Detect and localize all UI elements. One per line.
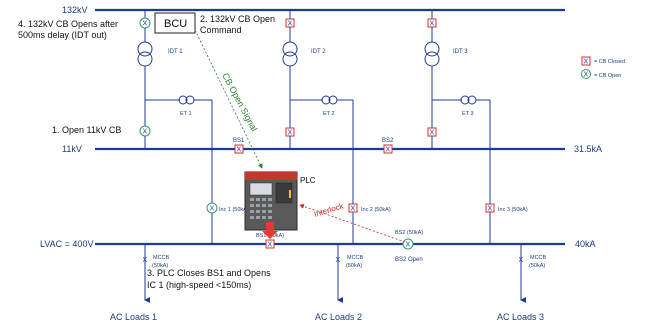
interlock-line (299, 204, 406, 243)
mccb-2-glyph[interactable]: X (336, 257, 341, 264)
cb-lv-bs1-closed[interactable] (265, 239, 275, 249)
mccb-1-label: MCCB (153, 255, 170, 261)
earthing-et3-label: ET 3 (462, 111, 474, 117)
cb-lv-bs2-open[interactable] (402, 238, 414, 250)
earthing-et1-label: ET 1 (180, 111, 192, 117)
mccb-1-glyph[interactable]: X (143, 257, 148, 264)
earthing-et2-label: ET 2 (323, 111, 335, 117)
step-4-line-2: 500ms delay (IDT out) (18, 30, 107, 40)
feeder-3: X IDT 3 ET 3 X (424, 10, 491, 244)
lv-bs2-open-label: BS2 Open (395, 257, 423, 263)
legend: X = CB Closed X = CB Open (581, 56, 625, 79)
svg-text:X: X (210, 206, 215, 213)
mccb-2-rating: (50kA) (346, 263, 362, 269)
svg-text:X: X (237, 147, 242, 154)
svg-text:X: X (288, 130, 293, 137)
transformer-idt3-label: IDT 3 (453, 49, 468, 55)
bus-lvac-label: LVAC = 400V (40, 239, 93, 249)
legend-open-symbol (581, 69, 591, 79)
transformer-idt3-primary (424, 41, 440, 57)
cb-inc2-closed[interactable] (348, 203, 358, 213)
load-feeder-1: X MCCB (50kA) AC Loads 1 (110, 244, 170, 322)
load-feeder-3: X MCCB (50kA) AC Loads 3 (497, 244, 547, 322)
et1-ct1 (178, 95, 188, 105)
ac-loads-2-label: AC Loads 2 (315, 312, 362, 322)
transformer-idt2-secondary (282, 51, 298, 67)
transformer-idt1-secondary (137, 51, 153, 67)
bcu-label: BCU (164, 18, 187, 30)
svg-text:X: X (488, 206, 493, 213)
step-2-line-2: Command (200, 25, 242, 35)
cb-open-signal-line (194, 29, 263, 169)
bs1-label: BS1 (233, 138, 245, 144)
interlock-label: Interlock (313, 201, 346, 219)
svg-text:X: X (430, 21, 435, 28)
bcu-box[interactable] (154, 12, 196, 34)
transformer-idt1-primary (137, 41, 153, 57)
transformer-idt2-primary (282, 41, 298, 57)
step-1: 1. Open 11kV CB (52, 125, 121, 135)
mccb-3-glyph[interactable]: X (519, 257, 524, 264)
feeder-1: X IDT 1 ET 1 X (137, 10, 213, 244)
step-3-line-1: 3. PLC Closes BS1 and Opens (147, 268, 271, 278)
svg-text:X: X (351, 206, 356, 213)
cb-inc1-open[interactable] (206, 202, 218, 214)
cb-11kv-bs2-closed[interactable] (383, 144, 393, 154)
inc1-label: Inc 1 (50kA) (219, 207, 249, 213)
step-4-line-1: 4. 132kV CB Opens after (18, 19, 118, 29)
step-2-line-1: 2. 132kV CB Open (200, 14, 275, 24)
bus-132kv-label: 132kV (62, 5, 88, 15)
svg-text:X: X (143, 21, 148, 28)
svg-text:X: X (268, 242, 273, 249)
lv-bs2-label: BS2 (50kA) (395, 230, 423, 236)
inc3-label: Inc 3 (50kA) (498, 207, 528, 213)
mccb-2-label: MCCB (347, 255, 364, 261)
bus-11kv-fault-level: 31.5kA (574, 144, 602, 154)
mccb-1-rating: (50kA) (152, 263, 168, 269)
plc-command-arrow-head (262, 231, 278, 239)
svg-text:X: X (288, 21, 293, 28)
plc-label: PLC (300, 176, 316, 185)
svg-text:X: X (386, 147, 391, 154)
ac-loads-3-label: AC Loads 3 (497, 312, 544, 322)
plc-device[interactable] (244, 171, 298, 231)
et3-ct1 (460, 95, 470, 105)
svg-text:X: X (584, 59, 589, 66)
cb-open-signal-label: CB Open Signal (220, 71, 259, 133)
et2-ct1 (321, 95, 331, 105)
bs2-label: BS2 (382, 138, 394, 144)
legend-closed-symbol (581, 56, 591, 66)
cb-11kv-bs1-closed[interactable] (234, 144, 244, 154)
ac-loads-1-label: AC Loads 1 (110, 312, 157, 322)
feeder-2: X IDT 2 ET 2 X (282, 10, 354, 244)
mccb-3-rating: (50kA) (529, 263, 545, 269)
legend-closed-label: = CB Closed (594, 59, 625, 65)
cb-inc3-closed[interactable] (485, 203, 495, 213)
svg-text:X: X (584, 72, 589, 79)
svg-text:X: X (430, 130, 435, 137)
bus-lvac-fault-level: 40kA (575, 239, 596, 249)
legend-open-label: = CB Open (594, 73, 621, 79)
step-3-line-2: IC 1 (high-speed <150ms) (147, 280, 251, 290)
mccb-3-label: MCCB (530, 255, 547, 261)
svg-text:X: X (143, 129, 148, 136)
transformer-idt3-secondary (424, 51, 440, 67)
svg-text:X: X (406, 242, 411, 249)
bus-11kv-label: 11kV (62, 144, 82, 154)
transformer-idt2-label: IDT 2 (311, 49, 326, 55)
transformer-idt1-label: IDT 1 (168, 49, 183, 55)
inc2-label: Inc 2 (50kA) (361, 207, 391, 213)
load-feeder-2: X MCCB (50kA) AC Loads 2 (315, 244, 364, 322)
plc-command-arrow-shaft (266, 222, 274, 232)
